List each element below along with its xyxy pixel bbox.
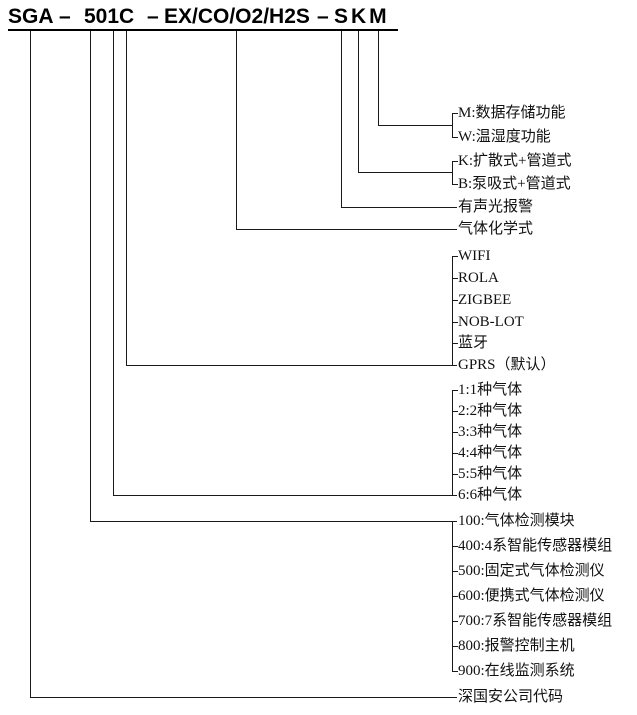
tick	[452, 453, 458, 454]
branch-line-alarm-vertical	[341, 31, 342, 207]
company-code-label: 深国安公司代码	[458, 689, 564, 705]
branch-line-comm-vertical	[126, 31, 127, 365]
tick	[452, 621, 458, 622]
option-k-diffusion-duct: K:扩散式+管道式	[458, 153, 572, 169]
title-dash-icon: –	[59, 5, 71, 28]
connector-company	[30, 697, 457, 698]
title-company-code: SGA	[8, 5, 54, 28]
series-option-800: 800:报警控制主机	[458, 638, 575, 654]
connector-alarm	[341, 207, 457, 208]
tick	[452, 256, 458, 257]
branch-line-gascount-vertical	[113, 31, 114, 495]
option-b-pump-duct: B:泵吸式+管道式	[458, 176, 571, 192]
series-option-900: 900:在线监测系统	[458, 663, 575, 679]
tick	[452, 137, 458, 138]
branch-line-storage-vertical	[378, 31, 379, 125]
gas-formula-label: 气体化学式	[458, 221, 534, 237]
branch-line-series-vertical	[90, 31, 91, 521]
bracket-comm	[452, 256, 453, 365]
bracket-gascount	[452, 390, 453, 495]
connector-comm	[126, 365, 457, 366]
tick	[452, 546, 458, 547]
title-model-number: 501C	[84, 5, 135, 28]
bracket-storage	[452, 113, 453, 137]
tick	[452, 184, 458, 185]
series-option-600: 600:便携式气体检测仪	[458, 588, 605, 604]
series-option-700: 700:7系智能传感器模组	[458, 613, 613, 629]
title-dash-icon: –	[317, 5, 329, 28]
connector-gascount	[113, 495, 457, 496]
gascount-option-3: 3:3种气体	[458, 424, 523, 440]
connector-sampling	[358, 172, 452, 173]
tick	[452, 390, 458, 391]
connector-series	[90, 521, 457, 522]
gascount-option-2: 2:2种气体	[458, 403, 523, 419]
tick	[452, 596, 458, 597]
gascount-option-5: 5:5种气体	[458, 466, 523, 482]
comm-option-rola: ROLA	[458, 270, 499, 286]
tick	[452, 432, 458, 433]
gascount-option-6: 6:6种气体	[458, 487, 523, 503]
gascount-option-4: 4:4种气体	[458, 445, 523, 461]
title-gas-formulas: EX/CO/O2/H2S	[164, 5, 310, 28]
tick	[452, 300, 458, 301]
option-m-data-storage: M:数据存储功能	[458, 105, 566, 121]
feature-sound-light-alarm: 有声光报警	[458, 199, 534, 215]
tick	[452, 161, 458, 162]
comm-option-wifi: WIFI	[458, 248, 491, 264]
tick	[452, 411, 458, 412]
branch-line-sampling-vertical	[358, 31, 359, 172]
title-underline	[8, 29, 398, 31]
series-option-500: 500:固定式气体检测仪	[458, 563, 605, 579]
gascount-option-1: 1:1种气体	[458, 382, 523, 398]
tick	[452, 113, 458, 114]
tick	[452, 278, 458, 279]
comm-option-zigbee: ZIGBEE	[458, 292, 512, 308]
branch-line-sga-vertical	[30, 31, 31, 697]
series-option-400: 400:4系智能传感器模组	[458, 538, 613, 554]
comm-option-gprs-default: GPRS（默认）	[458, 357, 556, 373]
tick	[452, 646, 458, 647]
series-option-100: 100:气体检测模块	[458, 513, 575, 529]
tick	[452, 343, 458, 344]
comm-option-bluetooth: 蓝牙	[458, 335, 489, 351]
tick	[452, 474, 458, 475]
connector-storage	[378, 125, 452, 126]
branch-line-formula-vertical	[236, 31, 237, 229]
title-option-codes: SKM	[334, 5, 390, 28]
comm-option-nob-lot: NOB-LOT	[458, 314, 524, 330]
option-w-temp-humidity: W:温湿度功能	[458, 129, 551, 145]
bracket-sampling	[452, 161, 453, 184]
tick	[452, 671, 458, 672]
tick	[452, 571, 458, 572]
tick	[452, 322, 458, 323]
title-dash-icon: –	[147, 5, 159, 28]
connector-formula	[236, 229, 457, 230]
